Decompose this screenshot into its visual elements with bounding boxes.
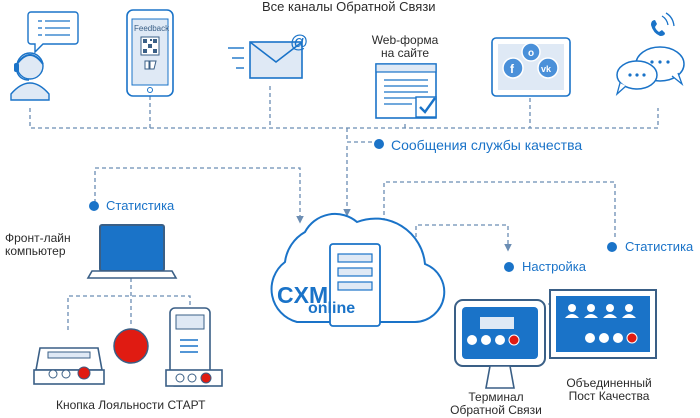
svg-text:o: o: [528, 48, 534, 59]
quality-messages-dot: [374, 139, 384, 149]
web-form-label-line1: Web-форма: [371, 33, 439, 47]
svg-text:f: f: [510, 62, 515, 76]
quality-post-label: Объединенный Пост Качества: [550, 377, 668, 403]
feedback-terminal: [454, 299, 546, 389]
terminal-label: Терминал Обратной Связи: [432, 391, 560, 417]
feedback-screen-label: Feedback: [134, 24, 170, 33]
svg-text:vk: vk: [541, 64, 552, 74]
statistics-left-dot: [89, 201, 99, 211]
statistics-left-label: Статистика: [106, 198, 175, 213]
channel-bus-lines: [29, 86, 659, 347]
web-form-icon: [375, 63, 437, 119]
frontline-laptop-icon: [86, 224, 178, 279]
settings-label: Настройка: [522, 259, 586, 274]
quality-post-label-line2: Пост Качества: [568, 389, 650, 403]
email-envelope-icon: @: [228, 32, 308, 79]
quality-messages-label: Сообщения службы качества: [391, 137, 583, 153]
handheld-feedback-device: [165, 307, 223, 387]
online-logo-text: online: [308, 300, 356, 317]
loyalty-button-label: Кнопка Лояльности СТАРТ: [56, 398, 206, 412]
web-form-label-line2: на сайте: [380, 46, 430, 60]
terminal-label-line1: Терминал: [468, 390, 524, 404]
operator-headset-icon: [10, 52, 50, 101]
cxm-logo-text: CXM: [277, 282, 329, 308]
statistics-right-label: Статистика: [625, 239, 694, 254]
phone-chat-icon: [615, 12, 685, 96]
page-title: Все каналы Обратной Связи: [262, 0, 436, 14]
smartphone-qr-icon: [126, 9, 174, 97]
quality-post-screen: [549, 289, 657, 359]
settings-dot: [504, 262, 514, 272]
frontline-label: Фронт-лайн компьютер: [5, 232, 71, 258]
frontline-label-line2: компьютер: [5, 244, 66, 258]
frontline-label-line1: Фронт-лайн: [5, 231, 71, 245]
cxm-cloud-server: [270, 212, 446, 327]
svg-text:@: @: [290, 32, 308, 52]
quality-post-label-line1: Объединенный: [566, 376, 652, 390]
terminal-label-line2: Обратной Связи: [450, 403, 542, 417]
web-form-label: Web-форма на сайте: [360, 34, 450, 60]
loyalty-button-device: [33, 347, 105, 385]
social-networks-tablet-icon: o f vk: [491, 37, 571, 97]
chat-bubble-icon: [27, 11, 79, 54]
red-start-button: [113, 328, 149, 364]
statistics-right-dot: [607, 242, 617, 252]
